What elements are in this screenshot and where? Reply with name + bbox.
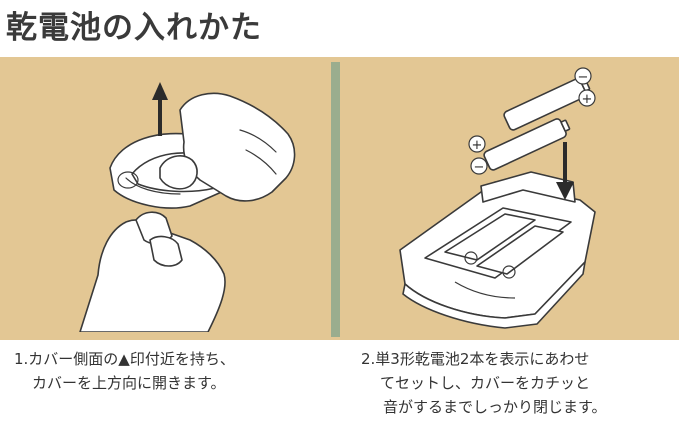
step-2-line-2: てセットし、カバーをカチッと — [380, 374, 591, 392]
step-2-caption: 2.単3形乾電池2本を表示にあわせ てセットし、カバーをカチッと 音がするまでし… — [361, 347, 607, 419]
polarity-minus: − — [578, 70, 589, 85]
step-1-line-1: 1.カバー側面の▲印付近を持ち、 — [14, 350, 235, 368]
step-2-line-3: 音がするまでしっかり閉じます。 — [383, 398, 607, 416]
hand-opening-cover-illustration — [79, 82, 296, 332]
battery-insertion-illustration: − + + − — [399, 67, 596, 329]
step-1-line-2: カバーを上方向に開きます。 — [32, 374, 226, 392]
polarity-minus: − — [474, 160, 485, 175]
step-1-caption: 1.カバー側面の▲印付近を持ち、 カバーを上方向に開きます。 — [14, 347, 235, 395]
polarity-plus: + — [472, 138, 483, 153]
step-2-line-1: 2.単3形乾電池2本を表示にあわせ — [361, 350, 590, 368]
page-title: 乾電池の入れかた — [6, 10, 262, 46]
polarity-plus: + — [582, 92, 593, 107]
panel-divider — [331, 62, 340, 337]
